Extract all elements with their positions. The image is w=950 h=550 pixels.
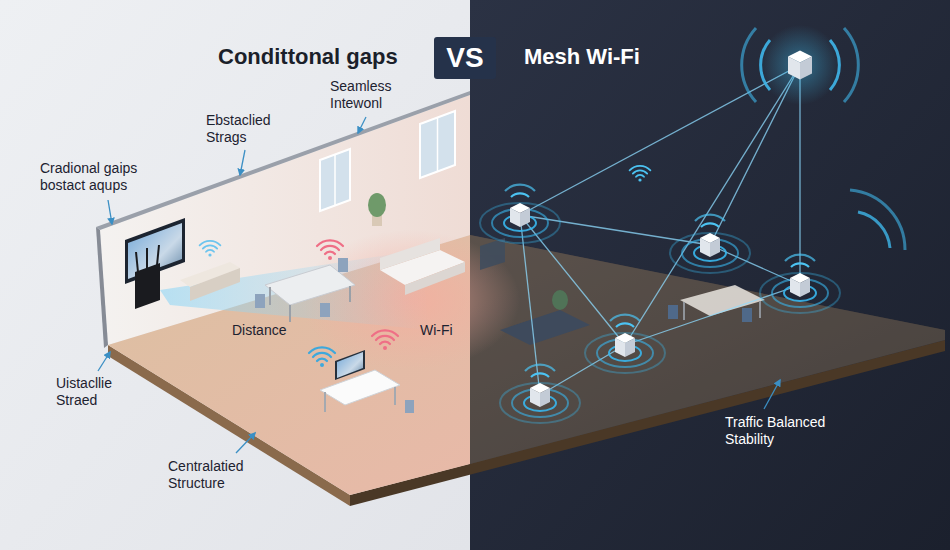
- mesh-node: [480, 25, 905, 423]
- mesh-link: [520, 65, 800, 395]
- callout-label: Wi-Fi: [420, 322, 453, 339]
- leader-line: [98, 117, 780, 453]
- panel-title: Condittonal gaps: [218, 44, 398, 70]
- callout-label: Centralatied Structure: [168, 458, 260, 492]
- callout-label: Seamless Intewonl: [330, 78, 412, 112]
- room-wall: [96, 91, 470, 348]
- callout-label: Distance: [232, 322, 286, 339]
- callout-label: Traffic Balanced Stability: [725, 414, 849, 448]
- furniture: [125, 193, 465, 413]
- callout-label: Cradional gaips bostact aqups: [40, 160, 162, 194]
- wifi-signal: [200, 240, 398, 367]
- vs-badge: VS: [434, 37, 496, 79]
- panel-title: Mesh Wi-Fi: [524, 44, 640, 70]
- callout-label: Ebstaclied Strags: [206, 112, 290, 146]
- badge-text: VS: [446, 42, 483, 74]
- furniture: [480, 238, 765, 345]
- callout-label: Uistacllie Straed: [56, 375, 136, 409]
